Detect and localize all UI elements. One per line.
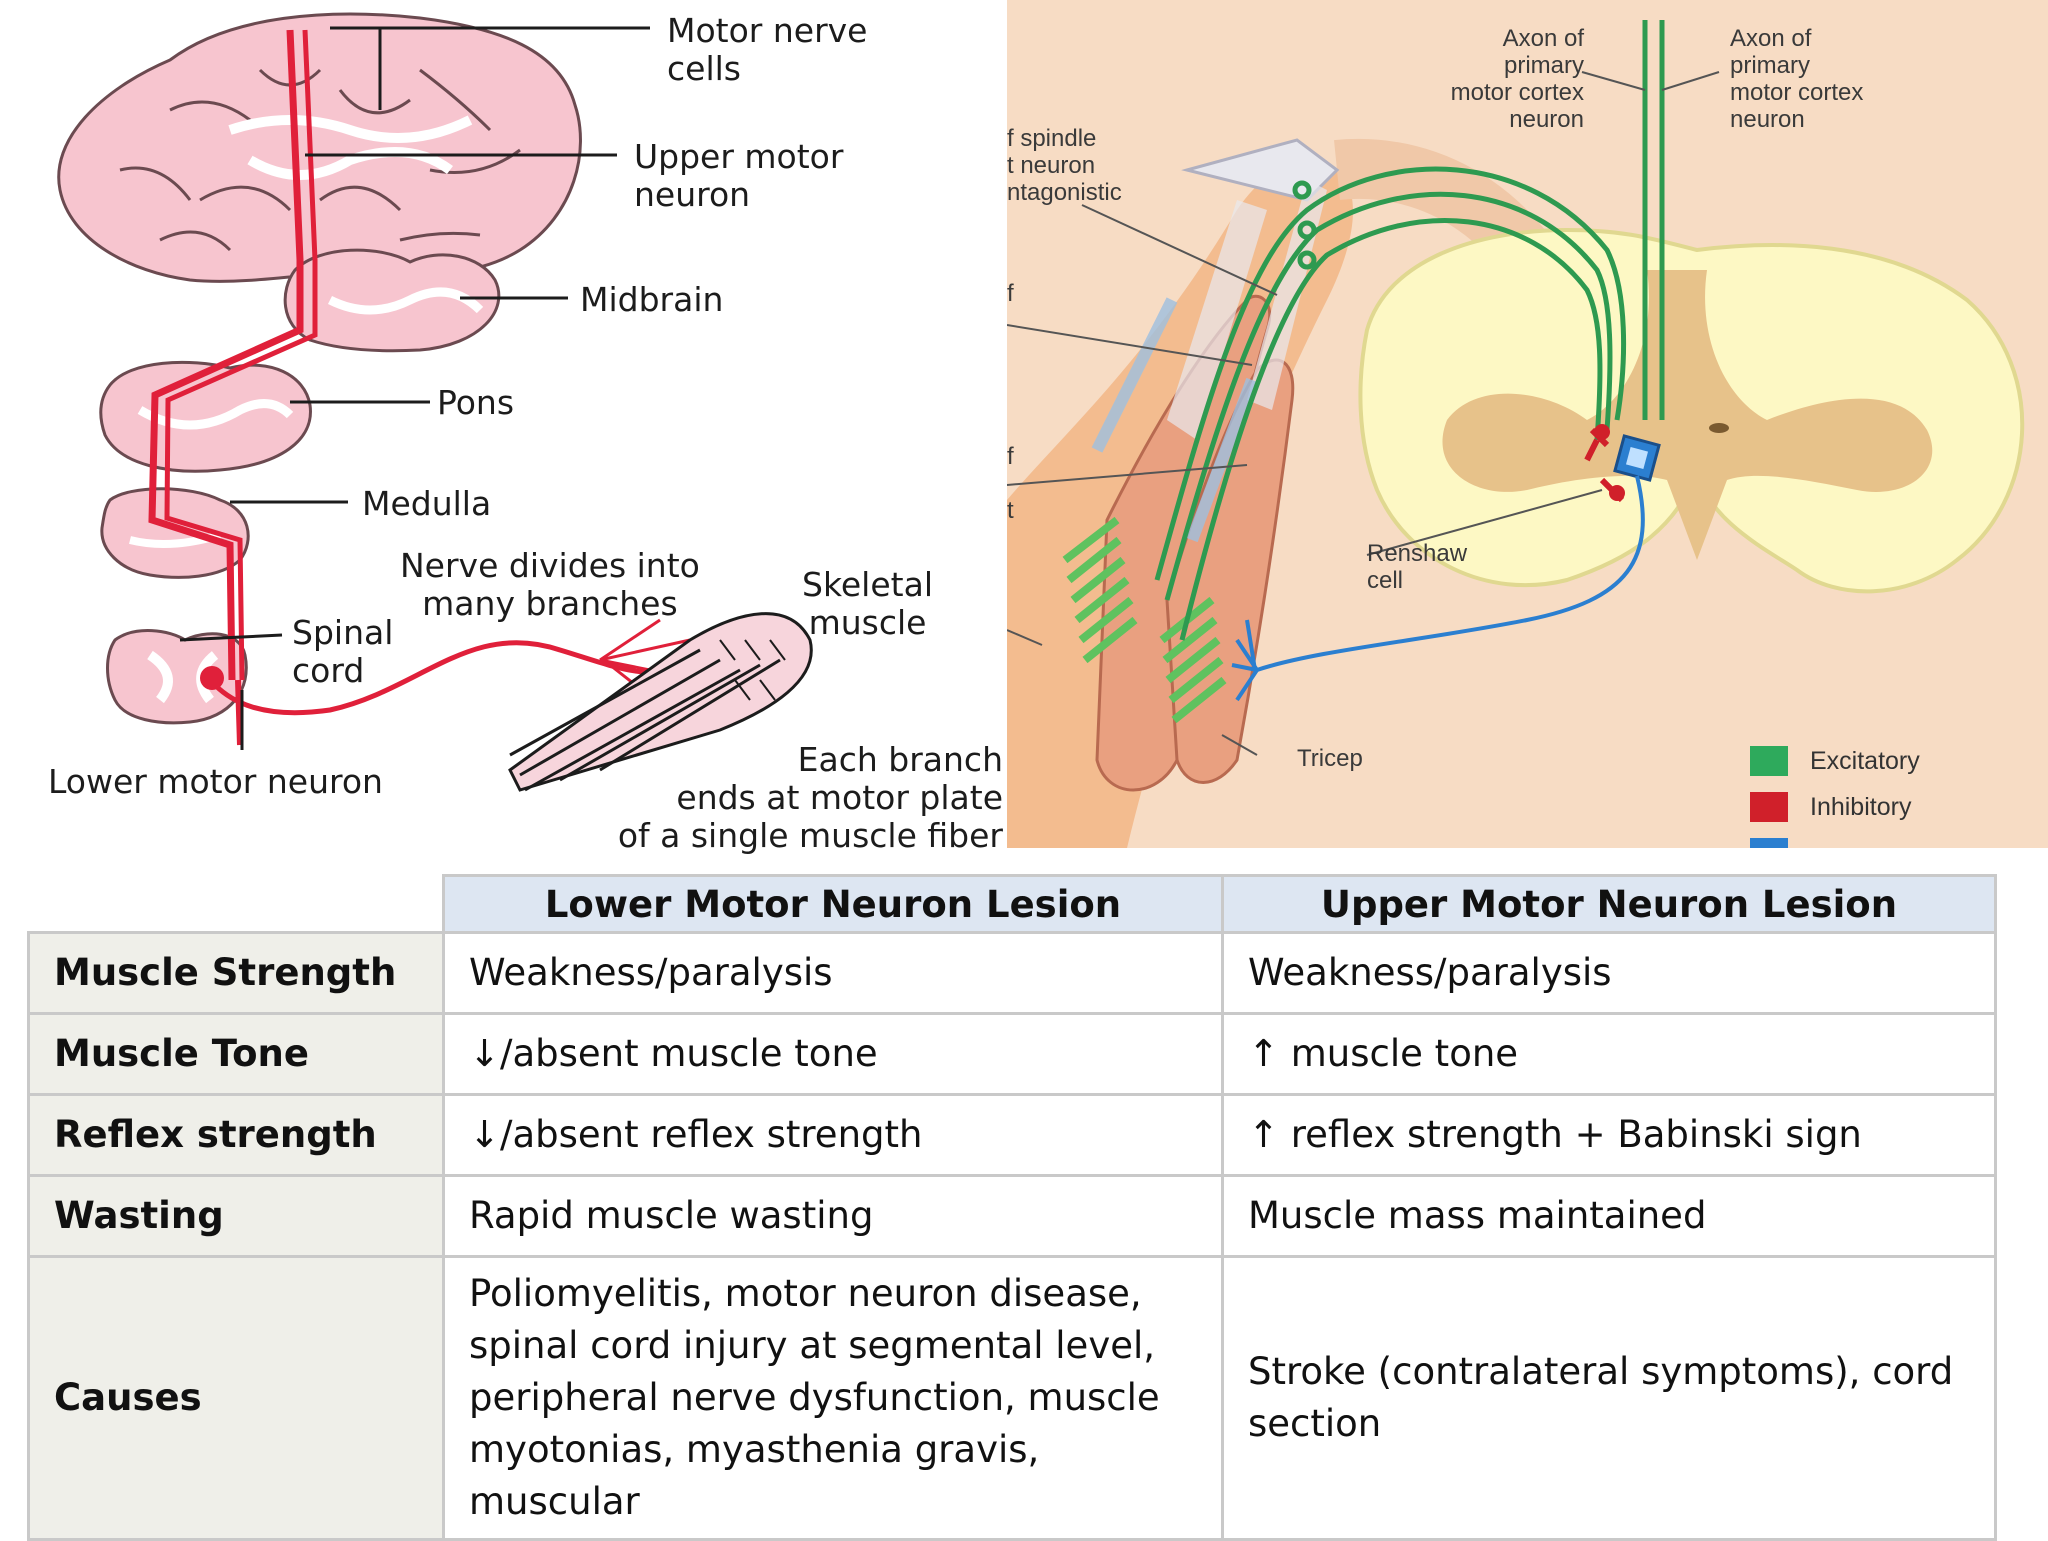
motor-pathway-diagram: Motor nerve cells Upper motor neuron Mid… [0, 0, 1005, 855]
label-tricep: Tricep [1297, 745, 1363, 772]
label-midbrain: Midbrain [580, 280, 724, 319]
cell-lower-muscle-strength: Weakness/paralysis [442, 931, 1224, 1015]
cell-upper-muscle-strength: Weakness/paralysis [1221, 931, 1997, 1015]
legend-swatch-motor-partial [1750, 838, 1788, 848]
left-leader-lines [179, 26, 650, 750]
header-lower-motor-neuron-lesion: Lower Motor Neuron Lesion [442, 874, 1224, 934]
row-label-wasting: Wasting [27, 1174, 445, 1258]
header-blank [27, 874, 445, 934]
pons-section [99, 360, 312, 473]
label-axon-primary-motor-cortex-right: Axon of primary motor cortex neuron [1730, 25, 1864, 133]
lesion-comparison-table: Lower Motor Neuron Lesion Upper Motor Ne… [27, 874, 1997, 1541]
excitatory-axons [1154, 20, 1665, 641]
reflex-circuit-diagram: Axon of primary motor cortex neuron Axon… [1007, 0, 2048, 848]
brain-illustration [57, 12, 582, 283]
legend-swatch-inhibitory [1750, 792, 1788, 822]
label-spindle-partial: f spindle t neuron ntagonistic [1007, 125, 1122, 206]
cell-upper-causes: Stroke (contralateral symptoms), cord se… [1221, 1255, 1997, 1541]
inhibitory-interneurons [1584, 424, 1625, 503]
table-row: Wasting Rapid muscle wasting Muscle mass… [27, 1174, 1997, 1258]
table-row: Reflex strength ↓/absent reflex strength… [27, 1093, 1997, 1177]
lower-motor-neuron-path [200, 618, 721, 746]
table-row: Muscle Strength Weakness/paralysis Weakn… [27, 931, 1997, 1015]
label-cut-f2: f [1007, 443, 1014, 470]
row-label-muscle-tone: Muscle Tone [27, 1012, 445, 1096]
upper-motor-neuron-tract [148, 29, 318, 681]
row-label-causes: Causes [27, 1255, 445, 1541]
table-row: Causes Poliomyelitis, motor neuron disea… [27, 1255, 1997, 1541]
legend-swatch-excitatory [1750, 746, 1788, 776]
alpha-motor-neuron [1231, 434, 1661, 702]
cell-lower-muscle-tone: ↓/absent muscle tone [442, 1012, 1224, 1096]
cell-lower-reflex-strength: ↓/absent reflex strength [442, 1093, 1224, 1177]
spinal-cord-section [106, 629, 248, 725]
cell-upper-wasting: Muscle mass maintained [1221, 1174, 1997, 1258]
legend-label-excitatory: Excitatory [1810, 746, 1920, 775]
motor-pathway-illustration [57, 12, 813, 792]
label-upper-motor-neuron: Upper motor neuron [634, 137, 844, 214]
label-lower-motor-neuron: Lower motor neuron [48, 762, 383, 801]
cell-lower-causes: Poliomyelitis, motor neuron disease, spi… [442, 1255, 1224, 1541]
legend-label-inhibitory: Inhibitory [1810, 792, 1912, 821]
label-spinal-cord: Spinal cord [292, 613, 394, 690]
label-nerve-divides: Nerve divides into many branches [400, 546, 700, 623]
label-cut-f1: f [1007, 280, 1014, 307]
cell-upper-muscle-tone: ↑ muscle tone [1221, 1012, 1997, 1096]
cell-upper-reflex-strength: ↑ reflex strength + Babinski sign [1221, 1093, 1997, 1177]
header-upper-motor-neuron-lesion: Upper Motor Neuron Lesion [1221, 874, 1997, 934]
label-axon-primary-motor-cortex-left: Axon of primary motor cortex neuron [1450, 25, 1584, 133]
label-medulla: Medulla [362, 484, 492, 523]
spinal-cord-cross-section [1358, 227, 2025, 594]
table-row: Muscle Tone ↓/absent muscle tone ↑ muscl… [27, 1012, 1997, 1096]
right-leader-lines [1007, 71, 1720, 756]
medulla-section [100, 487, 250, 579]
table-header-row: Lower Motor Neuron Lesion Upper Motor Ne… [27, 874, 1997, 934]
legend-excitatory: Excitatory [1750, 746, 1920, 776]
cell-lower-wasting: Rapid muscle wasting [442, 1174, 1224, 1258]
skeletal-muscle-fibers [508, 612, 813, 792]
label-each-branch: Each branch ends at motor plate of a sin… [617, 740, 1003, 855]
legend-inhibitory: Inhibitory [1750, 792, 1911, 822]
row-label-reflex-strength: Reflex strength [27, 1093, 445, 1177]
label-renshaw-cell: Renshaw cell [1367, 540, 1468, 594]
label-skeletal-muscle: Skeletal muscle [802, 565, 933, 642]
row-label-muscle-strength: Muscle Strength [27, 931, 445, 1015]
label-motor-nerve-cells: Motor nerve cells [667, 11, 868, 88]
label-pons: Pons [437, 383, 515, 422]
label-cut-t: t [1007, 497, 1014, 524]
reflex-circuit-illustration [1007, 0, 2048, 848]
